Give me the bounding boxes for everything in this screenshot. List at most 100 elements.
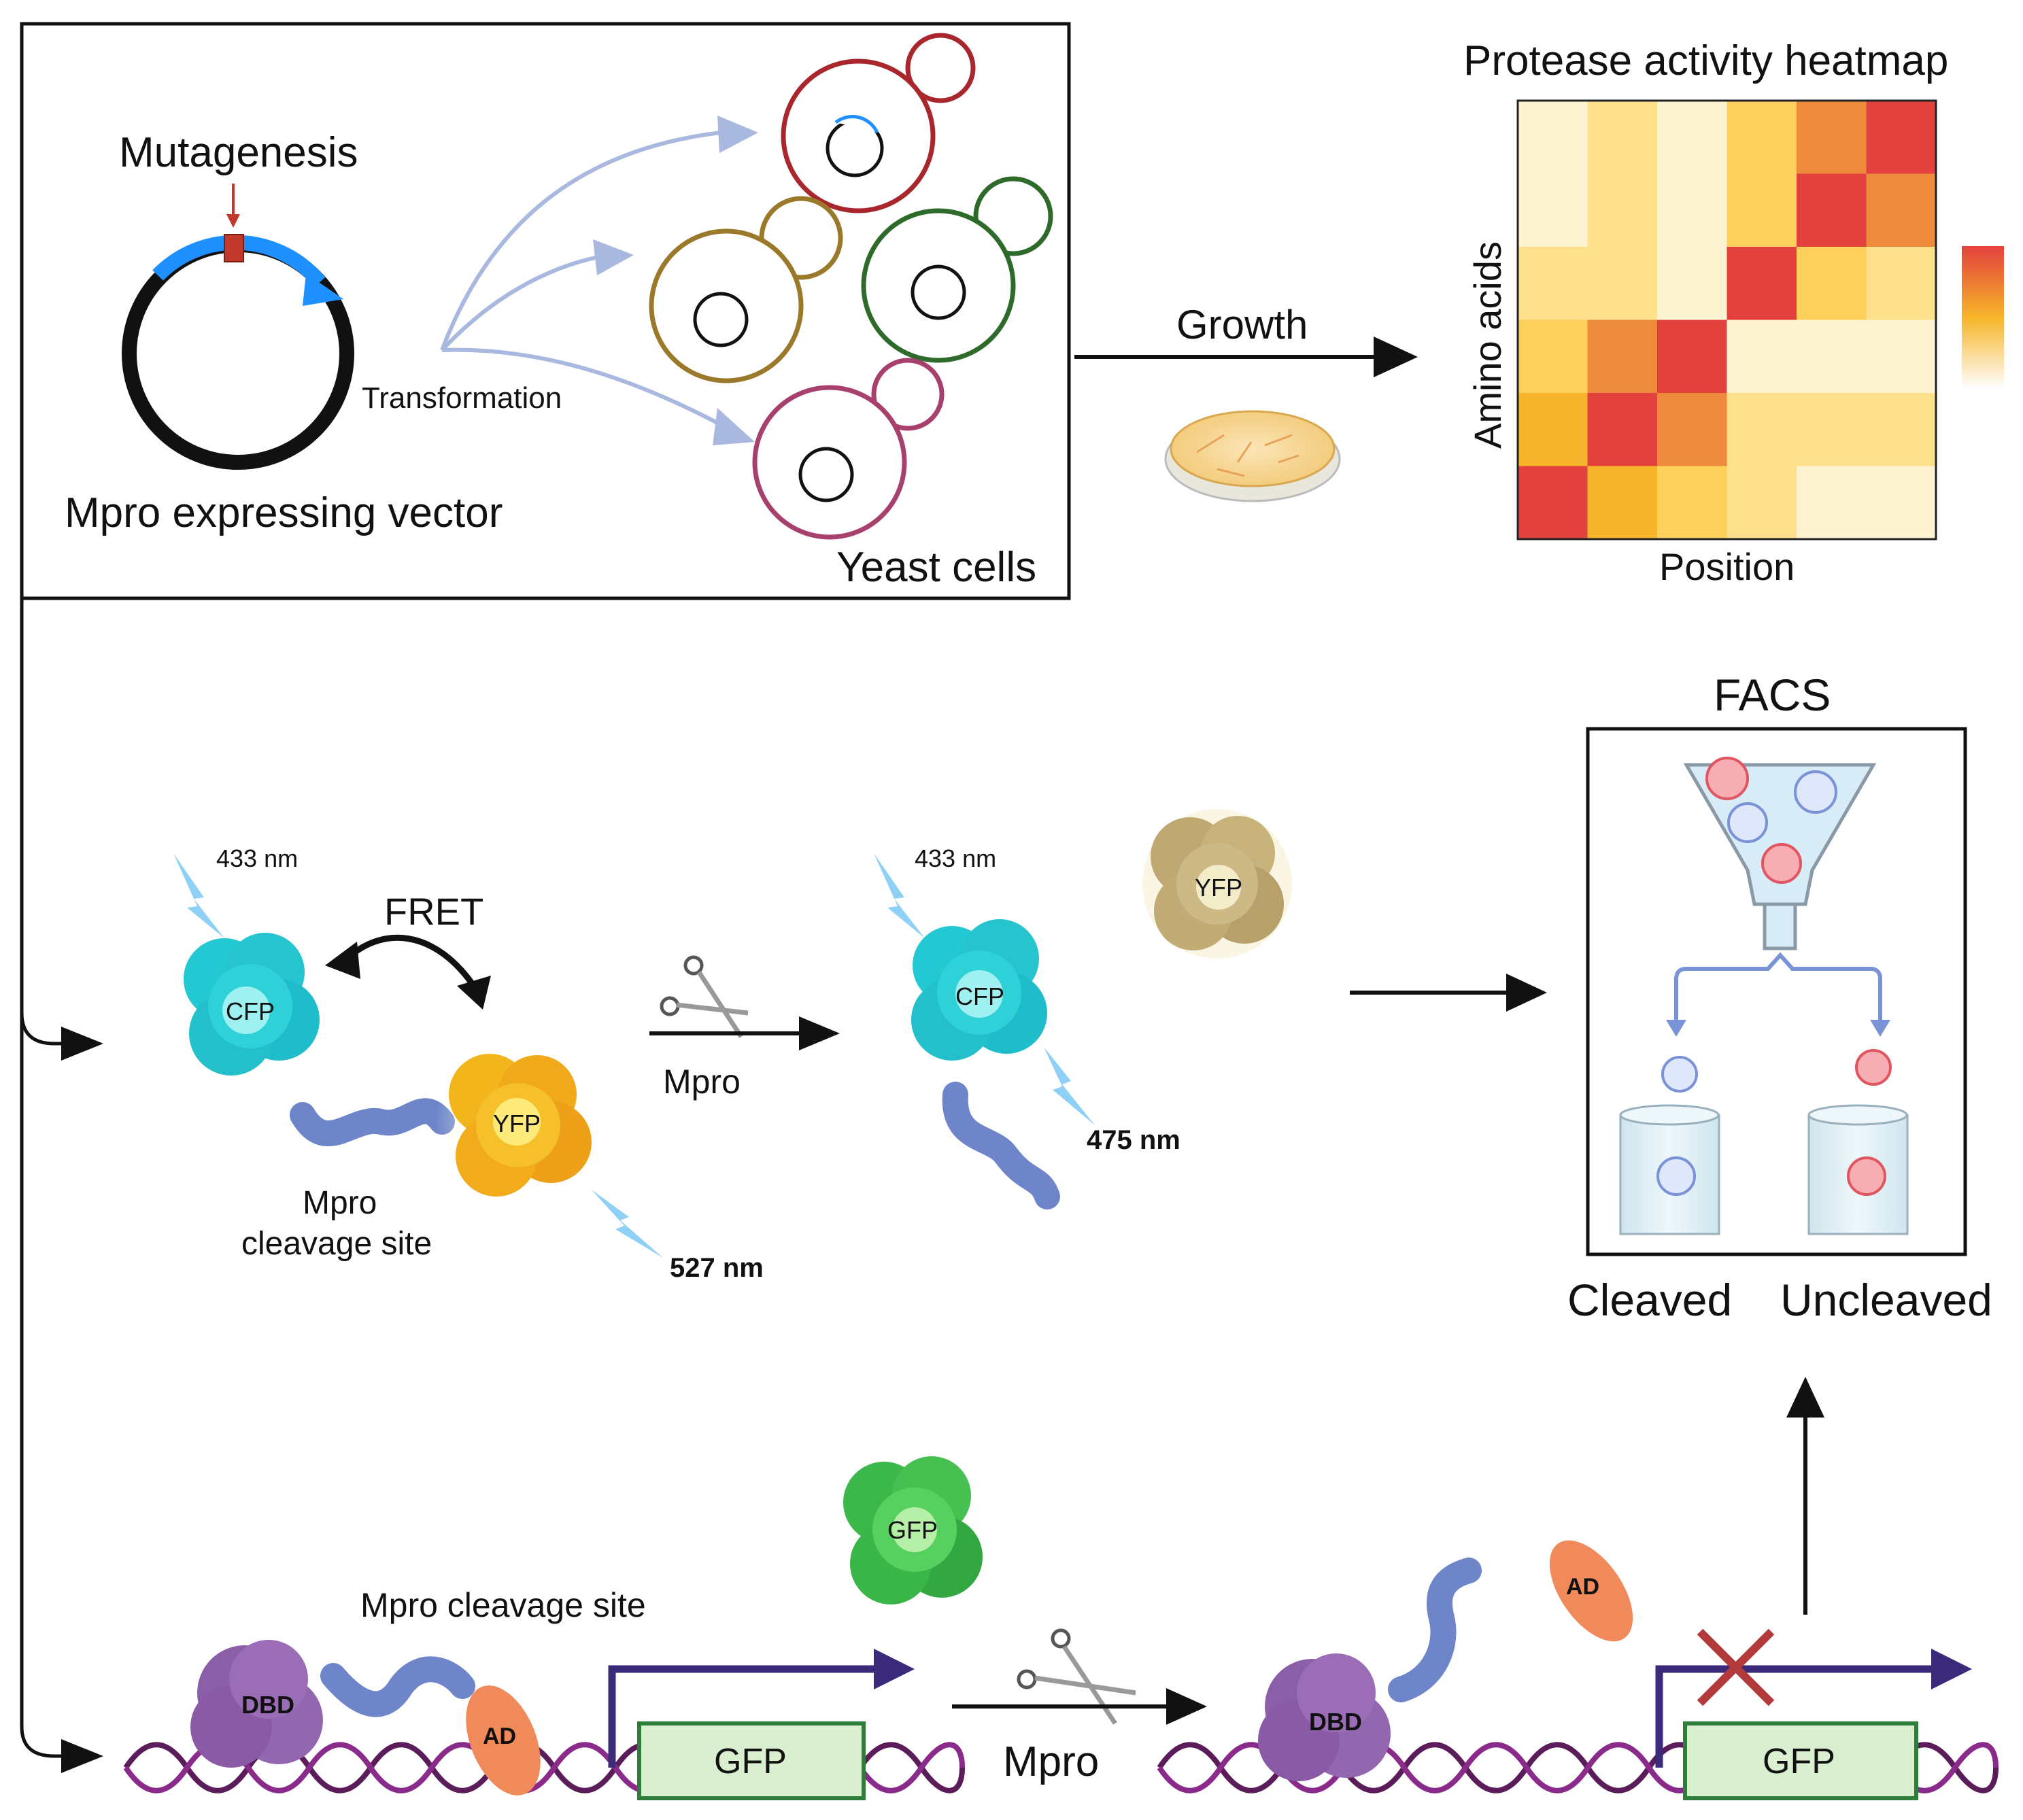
lightning-icon bbox=[173, 853, 224, 938]
heatmap-cell bbox=[1657, 101, 1727, 174]
dbd-label-2: DBD bbox=[1309, 1708, 1362, 1736]
cfp-protein: CFP bbox=[173, 928, 330, 1084]
tube-uncleaved-icon bbox=[1807, 1104, 1909, 1235]
funnel-icon bbox=[1683, 757, 1877, 950]
ad-label: AD bbox=[483, 1723, 516, 1749]
cell-blue-icon bbox=[1661, 1056, 1698, 1093]
heatmap-cell bbox=[1797, 173, 1867, 247]
heatmap-grid bbox=[1518, 101, 1937, 540]
yeast-cell-purple bbox=[752, 358, 945, 540]
gfp-gene-label-2: GFP bbox=[1763, 1742, 1835, 1781]
heatmap-cell bbox=[1518, 393, 1588, 466]
heatmap-cell bbox=[1518, 466, 1588, 540]
vector-label: Mpro expressing vector bbox=[65, 490, 503, 536]
sort-brace bbox=[1674, 952, 1882, 1023]
plasmid-icon bbox=[122, 234, 354, 470]
heatmap-cell bbox=[1657, 320, 1727, 394]
mpro-label-1: Mpro bbox=[663, 1063, 741, 1101]
heatmap-cell bbox=[1587, 247, 1658, 320]
heatmap-cell bbox=[1518, 101, 1588, 174]
heatmap-cell bbox=[1866, 393, 1937, 466]
blocked-x-icon bbox=[1697, 1628, 1775, 1706]
heatmap-title: Protease activity heatmap bbox=[1463, 37, 1948, 84]
heatmap-cell bbox=[1587, 320, 1658, 394]
dbd-protein-cleaved: DBD bbox=[1258, 1653, 1391, 1781]
cleavage-site-label-2: cleavage site bbox=[241, 1226, 432, 1262]
cfp-protein-cleaved: CFP bbox=[904, 918, 1054, 1067]
cleaved-label: Cleaved bbox=[1567, 1275, 1732, 1325]
transformation-label: Transformation bbox=[362, 381, 562, 415]
heatmap-frame bbox=[1516, 99, 1937, 540]
linker-cleaved bbox=[942, 1082, 1060, 1209]
gfp-gene-label: GFP bbox=[714, 1742, 787, 1781]
linker-cleaved-y2h bbox=[1388, 1558, 1482, 1702]
yeast-cells-label: Yeast cells bbox=[836, 544, 1036, 591]
heatmap-cell bbox=[1657, 393, 1727, 466]
gfp-gene-box-2 bbox=[1683, 1721, 1918, 1800]
heatmap-cell bbox=[1727, 247, 1797, 320]
heatmap-cell bbox=[1657, 247, 1727, 320]
yfp-label-2: YFP bbox=[1195, 874, 1242, 902]
linker-y2h bbox=[320, 1656, 475, 1717]
emission-label-cfp: 475 nm bbox=[1087, 1125, 1180, 1155]
mpro-label-2: Mpro bbox=[1003, 1738, 1099, 1785]
ad-protein bbox=[466, 1685, 541, 1796]
heatmap-cell bbox=[1518, 247, 1588, 320]
yfp-label: YFP bbox=[493, 1110, 541, 1137]
heatmap-cell bbox=[1518, 173, 1588, 247]
heatmap-cell bbox=[1727, 101, 1797, 174]
lightning-icon bbox=[874, 853, 925, 938]
mutagenesis-label: Mutagenesis bbox=[119, 129, 358, 176]
transformation-arrowheads bbox=[593, 116, 758, 445]
heatmap-cell bbox=[1797, 466, 1867, 540]
heatmap-cell bbox=[1727, 320, 1797, 394]
yfp-protein: YFP bbox=[435, 1040, 598, 1203]
dbd-protein: DBD bbox=[190, 1640, 323, 1768]
gfp-protein: GFP bbox=[836, 1452, 993, 1608]
excitation-label-2: 433 nm bbox=[915, 844, 996, 872]
cleavage-site-label-3: Mpro cleavage site bbox=[360, 1586, 646, 1624]
fret-label: FRET bbox=[384, 890, 483, 933]
heatmap-cell bbox=[1587, 466, 1658, 540]
heatmap-cell bbox=[1866, 320, 1937, 394]
heatmap-cell bbox=[1518, 320, 1588, 394]
heatmap-color-legend bbox=[1962, 246, 2004, 389]
heatmap-cell bbox=[1797, 393, 1867, 466]
cell-red-icon bbox=[1855, 1049, 1892, 1086]
excitation-label-1: 433 nm bbox=[216, 844, 298, 872]
yeast-cell-red bbox=[781, 33, 976, 213]
scissors-icon bbox=[1017, 1628, 1136, 1725]
facs-title: FACS bbox=[1714, 670, 1831, 720]
yeast-cell-olive bbox=[649, 196, 843, 383]
heatmap-cell bbox=[1866, 466, 1937, 540]
ad-label-2: AD bbox=[1566, 1574, 1599, 1600]
promoter-arrow bbox=[608, 1665, 877, 1768]
emission-label-yfp: 527 nm bbox=[670, 1253, 764, 1283]
linker bbox=[290, 1098, 455, 1146]
transformation-arrows bbox=[440, 131, 729, 430]
heatmap-cell bbox=[1797, 320, 1867, 394]
heatmap-cell bbox=[1866, 247, 1937, 320]
heatmap-cell bbox=[1657, 466, 1727, 540]
fret-arrow bbox=[341, 934, 479, 991]
lightning-icon bbox=[592, 1190, 663, 1258]
heatmap-cell bbox=[1866, 101, 1937, 174]
yfp-protein-free: YFP bbox=[1142, 809, 1292, 959]
cfp-label: CFP bbox=[226, 997, 275, 1025]
uncleaved-label: Uncleaved bbox=[1780, 1275, 1992, 1325]
heatmap-cell bbox=[1866, 173, 1937, 247]
gfp-gene-box bbox=[637, 1721, 866, 1800]
cleavage-site-label-1: Mpro bbox=[303, 1185, 377, 1221]
heatmap-cell bbox=[1587, 101, 1658, 174]
lightning-icon bbox=[1044, 1047, 1095, 1125]
cfp-label-2: CFP bbox=[955, 982, 1004, 1010]
yeast-cell-green bbox=[861, 176, 1053, 363]
ad-protein-free bbox=[1549, 1540, 1633, 1642]
petri-dish-icon bbox=[1164, 410, 1341, 502]
left-connector bbox=[20, 598, 65, 1758]
heatmap-cell bbox=[1797, 247, 1867, 320]
heatmap-cell bbox=[1587, 173, 1658, 247]
dbd-label: DBD bbox=[241, 1691, 294, 1719]
heatmap-cell bbox=[1657, 173, 1727, 247]
